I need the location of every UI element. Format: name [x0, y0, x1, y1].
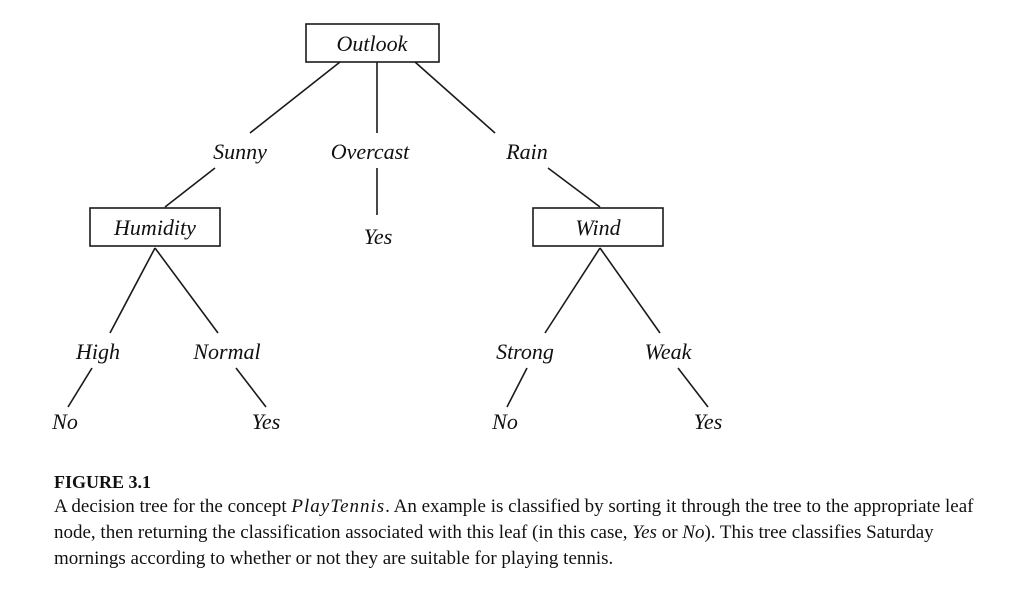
- branch-label-overcast: Overcast: [331, 139, 410, 164]
- leaf-label-overcast-yes: Yes: [364, 224, 393, 249]
- decision-tree-diagram: Outlook Humidity Wind Sunny Overcast Rai…: [51, 23, 723, 434]
- edge-outlook-sunny: [249, 61, 341, 134]
- node-label-wind: Wind: [575, 215, 621, 240]
- caption-text: A decision tree for the concept PlayTenn…: [54, 494, 994, 572]
- edge-high-no: [67, 367, 93, 408]
- edge-strong-no: [506, 367, 528, 408]
- branch-label-normal: Normal: [192, 339, 260, 364]
- caption-text-part-3: or: [656, 522, 683, 543]
- edge-sunny-humidity: [164, 167, 216, 208]
- branch-label-high: High: [75, 339, 120, 364]
- caption-no: No: [682, 522, 705, 543]
- node-label-humidity: Humidity: [113, 215, 196, 240]
- leaf-label-weak-yes: Yes: [694, 409, 723, 434]
- branch-label-rain: Rain: [505, 139, 548, 164]
- leaf-label-strong-no: No: [491, 409, 518, 434]
- node-box-humidity: [89, 207, 221, 247]
- edge-wind-strong: [544, 247, 601, 334]
- leaf-label-high-no: No: [51, 409, 78, 434]
- node-label-outlook: Outlook: [337, 31, 409, 56]
- node-box-outlook: [305, 23, 440, 63]
- edge-normal-yes: [235, 367, 267, 408]
- edge-weak-yes: [677, 367, 709, 408]
- caption-text-part-1: A decision tree for the concept: [54, 496, 292, 517]
- figure-caption: FIGURE 3.1 A decision tree for the conce…: [54, 470, 994, 572]
- edge-outlook-rain: [414, 61, 496, 134]
- node-box-wind: [532, 207, 664, 247]
- branch-label-strong: Strong: [496, 339, 554, 364]
- caption-text-part-4: ). This tree classifies Saturday morning…: [54, 522, 934, 569]
- branch-label-weak: Weak: [645, 339, 693, 364]
- leaf-label-normal-yes: Yes: [252, 409, 281, 434]
- caption-text-part-2: . An example is classified by sorting it…: [54, 496, 974, 543]
- branch-label-sunny: Sunny: [213, 139, 267, 164]
- figure-label: FIGURE 3.1: [54, 472, 152, 492]
- caption-concept-name: PlayTennis: [291, 496, 386, 517]
- caption-yes: Yes: [632, 522, 657, 543]
- edge-wind-weak: [599, 247, 661, 334]
- edge-rain-wind: [547, 167, 601, 208]
- edge-humidity-normal: [154, 247, 219, 334]
- edge-humidity-high: [109, 247, 156, 334]
